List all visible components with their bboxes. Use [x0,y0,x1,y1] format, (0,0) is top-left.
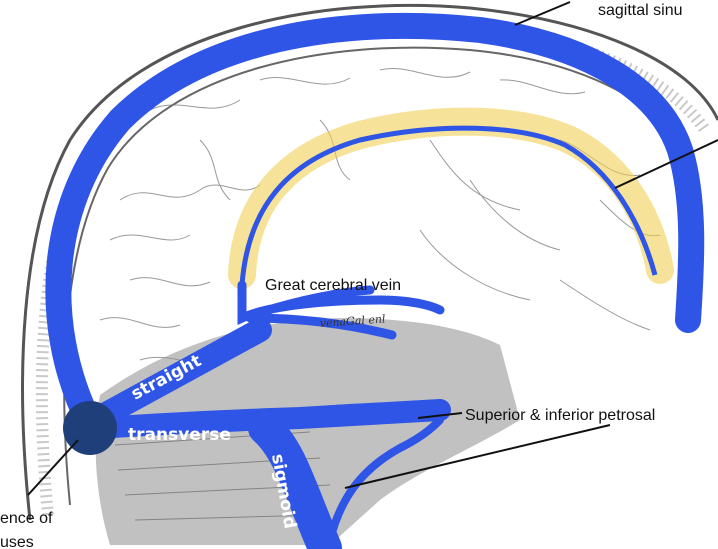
label-great-cerebral-vein: Great cerebral vein [265,277,401,294]
inferior-sagittal-sinus [239,125,658,286]
sigmoid-sinus [248,411,342,549]
inferior-sagittal-highlight [228,107,674,289]
leader-line-petrosal-2 [344,424,611,489]
leader-line-confluence [27,439,79,496]
label-confluence-line2: uses [0,534,34,549]
label-sagittal-sinus: sagittal sinu [598,2,683,19]
label-petrosal-sinuses: Superior & inferior petrosal [465,407,655,424]
superior-sagittal-sinus [45,12,705,433]
label-transverse: transverse [128,425,231,445]
petrosal-sinus [296,400,444,544]
great-cerebral-vein [237,280,445,340]
leader-line-petrosal-1 [417,412,463,419]
label-faint-vein: venaGal enl [319,312,386,330]
leader-line-inferior-sagittal [614,139,718,189]
straight-sinus [83,318,272,432]
skull-outer-contour [21,3,718,521]
leader-line-sagittal [514,1,571,26]
label-confluence-line1: ence of [0,510,53,527]
transverse-sinus [84,399,451,439]
